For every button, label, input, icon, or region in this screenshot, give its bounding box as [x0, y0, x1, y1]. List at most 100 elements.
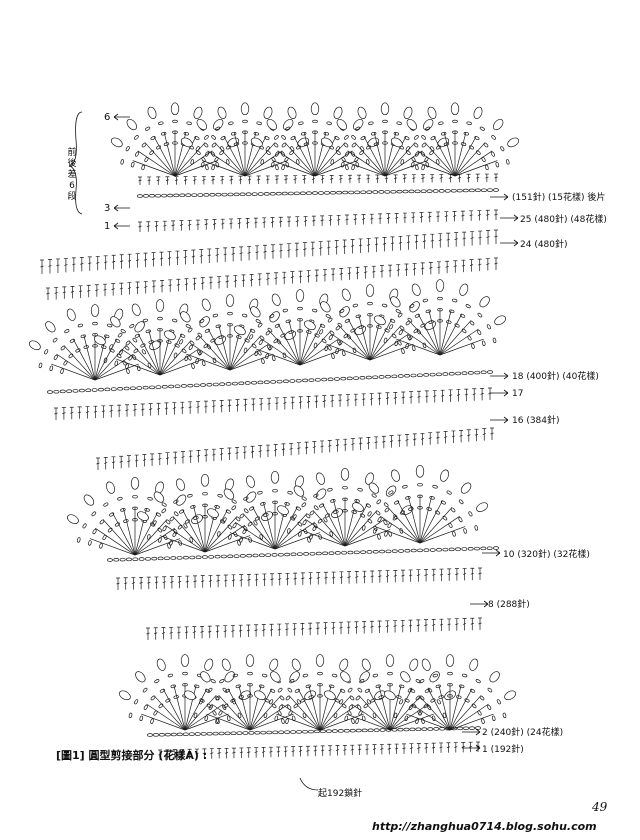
fan-spoke — [193, 505, 206, 553]
chain-stitch — [137, 194, 143, 198]
chain-stitch — [345, 164, 349, 171]
petal-stitch — [156, 658, 166, 671]
chain-stitch — [215, 126, 221, 131]
stitch — [148, 403, 153, 416]
stitch — [462, 231, 467, 247]
stitch — [212, 219, 217, 230]
stitch — [169, 576, 174, 589]
chain-stitch — [366, 190, 373, 194]
chain-stitch — [415, 679, 421, 684]
chain-stitch — [397, 374, 404, 378]
stitch — [183, 176, 188, 185]
fan-motif — [373, 279, 507, 356]
stitch — [320, 745, 325, 756]
chain-stitch — [468, 511, 473, 517]
stitch — [194, 748, 199, 760]
fan-spoke — [137, 333, 161, 376]
chain-stitch — [135, 151, 140, 157]
chain-stitch — [146, 534, 151, 540]
chain-stitch — [326, 121, 332, 126]
chain-stitch — [378, 190, 385, 194]
chain-stitch — [187, 327, 193, 333]
petal-stitch — [270, 671, 281, 683]
chain-stitch — [353, 550, 360, 555]
chain-stitch — [399, 684, 405, 689]
petal-stitch — [106, 481, 115, 494]
chain-stitch — [204, 135, 209, 140]
stitch — [71, 257, 76, 272]
chain-stitch — [479, 126, 485, 131]
petal-stitch — [176, 478, 185, 491]
chain-stitch — [415, 695, 421, 701]
fan-spoke — [439, 338, 484, 356]
chain-stitch — [375, 510, 381, 516]
chain-stitch — [187, 355, 192, 361]
petal-stitch — [225, 294, 235, 307]
chain-stitch — [170, 556, 177, 560]
fan-spoke — [346, 713, 391, 731]
chain-stitch — [208, 555, 215, 559]
chain-stitch — [139, 715, 144, 721]
stitch — [377, 620, 382, 634]
chain-stitch — [243, 508, 249, 514]
chain-stitch — [237, 540, 241, 546]
fan-spoke — [174, 142, 206, 177]
chain-stitch — [413, 142, 419, 148]
chain-stitch — [288, 710, 293, 716]
stitch — [96, 457, 100, 470]
stitch — [470, 617, 475, 631]
chain-stitch — [397, 727, 404, 732]
petal-stitch — [320, 137, 333, 148]
chain-stitch — [301, 502, 307, 508]
chain-stitch — [141, 142, 147, 148]
chain-stitch — [91, 388, 98, 392]
stitch — [293, 572, 298, 586]
chain-stitch — [351, 135, 356, 140]
stitch — [454, 232, 459, 247]
stitch — [254, 624, 259, 637]
stitch — [167, 251, 172, 266]
chain-stitch — [367, 324, 373, 328]
stitch — [342, 744, 347, 756]
chain-stitch — [359, 376, 366, 380]
chain-stitch — [468, 188, 475, 193]
chain-stitch — [260, 159, 265, 165]
stitch — [439, 742, 444, 753]
stitch — [412, 263, 417, 276]
chain-stitch — [284, 502, 290, 506]
stitch — [431, 568, 436, 582]
stitch — [353, 214, 358, 225]
stitch — [339, 268, 344, 281]
stitch — [229, 175, 234, 185]
chain-stitch — [461, 371, 468, 375]
chain-stitch — [140, 343, 146, 348]
chain-stitch — [247, 521, 253, 527]
chain-stitch — [47, 390, 53, 394]
stitch — [40, 259, 44, 274]
stitch — [485, 258, 490, 271]
chain-stitch — [215, 695, 221, 701]
chain-stitch — [330, 499, 336, 503]
fan-spoke — [72, 338, 96, 381]
chain-stitch — [404, 698, 410, 703]
stitch — [298, 270, 303, 284]
fan-spoke — [274, 513, 308, 550]
chain-stitch — [355, 718, 359, 724]
stitch — [219, 448, 224, 461]
chain-stitch — [379, 549, 386, 554]
stitch — [207, 625, 212, 639]
stitch — [322, 395, 327, 408]
chain-stitch — [360, 550, 367, 554]
stitch — [431, 619, 436, 632]
chain-stitch — [134, 135, 139, 140]
stitch — [401, 391, 406, 404]
row-arrow — [500, 214, 519, 222]
chain-stitch — [252, 553, 259, 558]
fan-spoke — [438, 684, 451, 731]
fan-spoke — [344, 503, 368, 547]
stitch — [381, 435, 386, 449]
fan-spoke — [293, 136, 316, 177]
chain-stitch — [312, 119, 318, 124]
chain-stitch — [366, 550, 373, 554]
stitch — [390, 236, 395, 251]
